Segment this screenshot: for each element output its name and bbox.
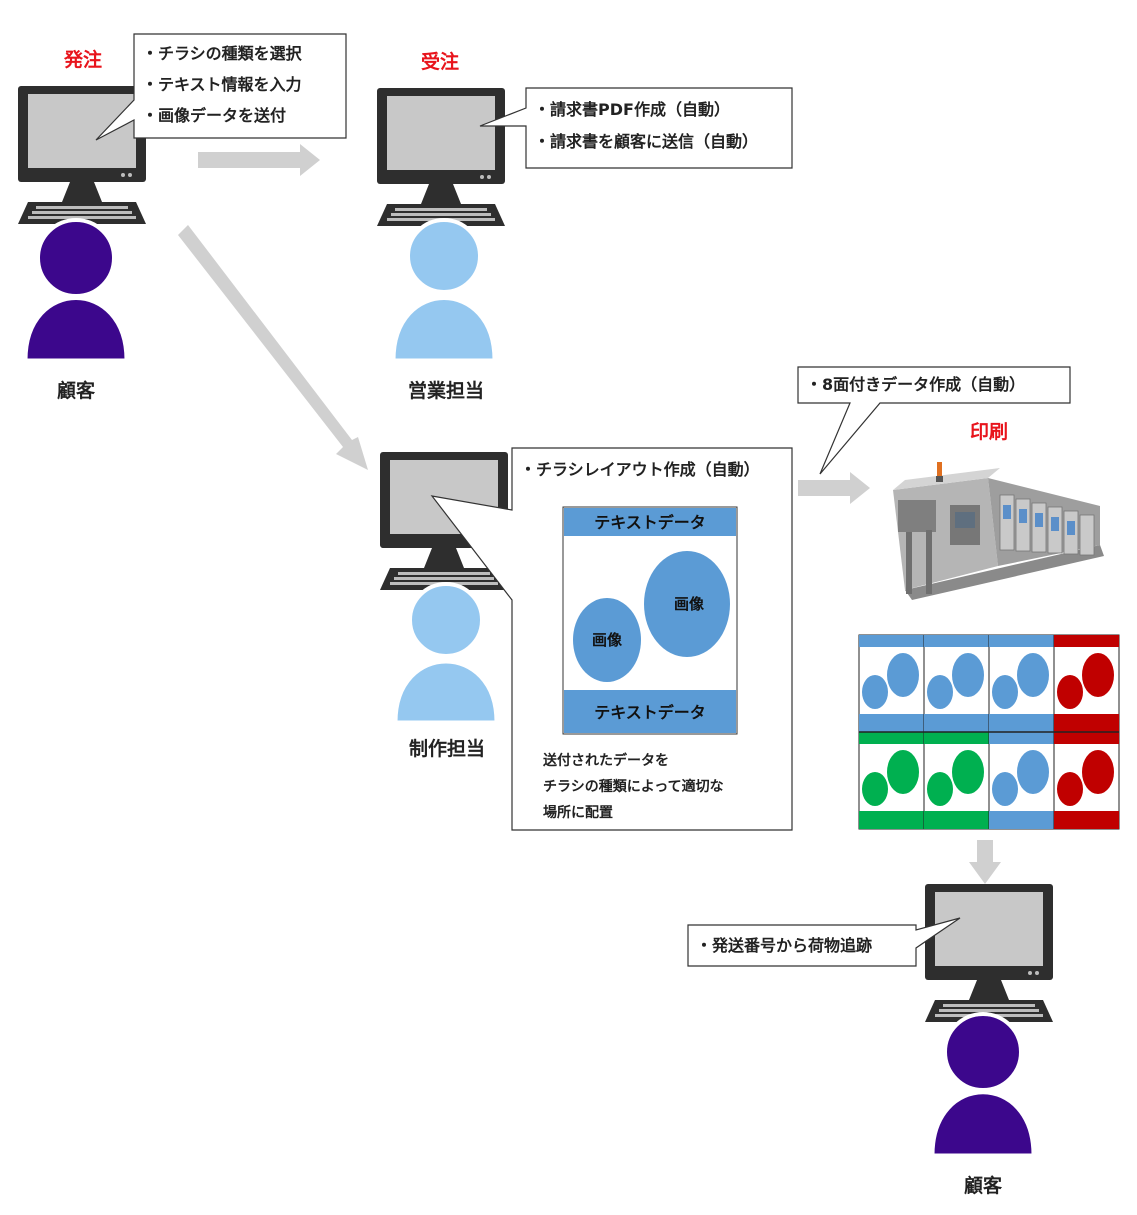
sales-callout-line-2: ・請求書を顧客に送信（自動） xyxy=(534,132,758,151)
sheet-panel xyxy=(1053,634,1120,733)
sheet-panel xyxy=(858,634,925,733)
sheet-panel xyxy=(923,731,990,830)
flyer-image-left xyxy=(573,598,641,682)
sheet-panel xyxy=(923,634,990,733)
order-label: 発注 xyxy=(63,48,102,71)
tracking-callout: ・発送番号から荷物追跡 xyxy=(687,917,961,967)
customer-bottom-person-icon xyxy=(931,1012,1035,1157)
layout-callout-title: ・チラシレイアウト作成（自動） xyxy=(520,460,760,479)
flyer-image-right xyxy=(644,551,730,657)
customer-callout-line-3: ・画像データを送付 xyxy=(142,106,286,125)
layout-note-line-2: チラシの種類によって適切な xyxy=(543,778,724,795)
customer-callout: ・チラシの種類を選択 ・テキスト情報を入力 ・画像データを送付 xyxy=(95,33,347,141)
tracking-callout-text: ・発送番号から荷物追跡 xyxy=(696,936,872,955)
flyer-top-text: テキストデータ xyxy=(594,513,706,532)
arrow-order-to-production xyxy=(178,225,368,470)
receive-label: 受注 xyxy=(421,50,459,73)
sales-person-icon xyxy=(392,218,496,362)
flyer-image-left-label: 画像 xyxy=(592,631,623,649)
imposition-callout-text: ・8面付きデータ作成（自動） xyxy=(806,375,1025,394)
layout-note-line-1: 送付されたデータを xyxy=(542,752,669,769)
arrow-sheet-to-customer xyxy=(969,840,1001,884)
layout-callout: ・チラシレイアウト作成（自動） テキストデータ 画像 画像 テキストデータ 送付… xyxy=(430,447,793,831)
flyer-layout: テキストデータ 画像 画像 テキストデータ xyxy=(562,506,738,735)
sheet-panel xyxy=(988,731,1055,830)
layout-note-line-3: 場所に配置 xyxy=(543,804,613,821)
imposition-callout: ・8面付きデータ作成（自動） xyxy=(797,366,1071,475)
printed-sheet xyxy=(858,634,1120,830)
customer-person-icon xyxy=(24,218,128,362)
sales-callout-line-1: ・請求書PDF作成（自動） xyxy=(534,100,730,119)
arrow-order-to-sales xyxy=(198,144,320,176)
sales-callout: ・請求書PDF作成（自動） ・請求書を顧客に送信（自動） xyxy=(479,87,793,169)
sheet-panel xyxy=(1053,731,1120,830)
printing-press-icon xyxy=(893,462,1104,600)
flyer-image-right-label: 画像 xyxy=(674,595,705,613)
sales-label: 営業担当 xyxy=(408,379,484,402)
production-label: 制作担当 xyxy=(409,737,485,760)
customer-computer-icon xyxy=(18,86,146,224)
print-label: 印刷 xyxy=(970,421,1008,443)
customer-bottom-computer-icon xyxy=(925,884,1053,1022)
production-person-icon xyxy=(394,582,498,724)
flyer-bottom-text: テキストデータ xyxy=(594,703,706,722)
customer-callout-line-1: ・チラシの種類を選択 xyxy=(142,44,303,63)
customer-top-label: 顧客 xyxy=(57,379,96,402)
customer-bottom-label: 顧客 xyxy=(964,1174,1003,1197)
sheet-panel xyxy=(988,634,1055,733)
sheet-panel xyxy=(858,731,925,830)
customer-callout-line-2: ・テキスト情報を入力 xyxy=(142,75,302,94)
sales-computer-icon xyxy=(377,88,505,226)
arrow-production-to-print xyxy=(798,472,870,504)
